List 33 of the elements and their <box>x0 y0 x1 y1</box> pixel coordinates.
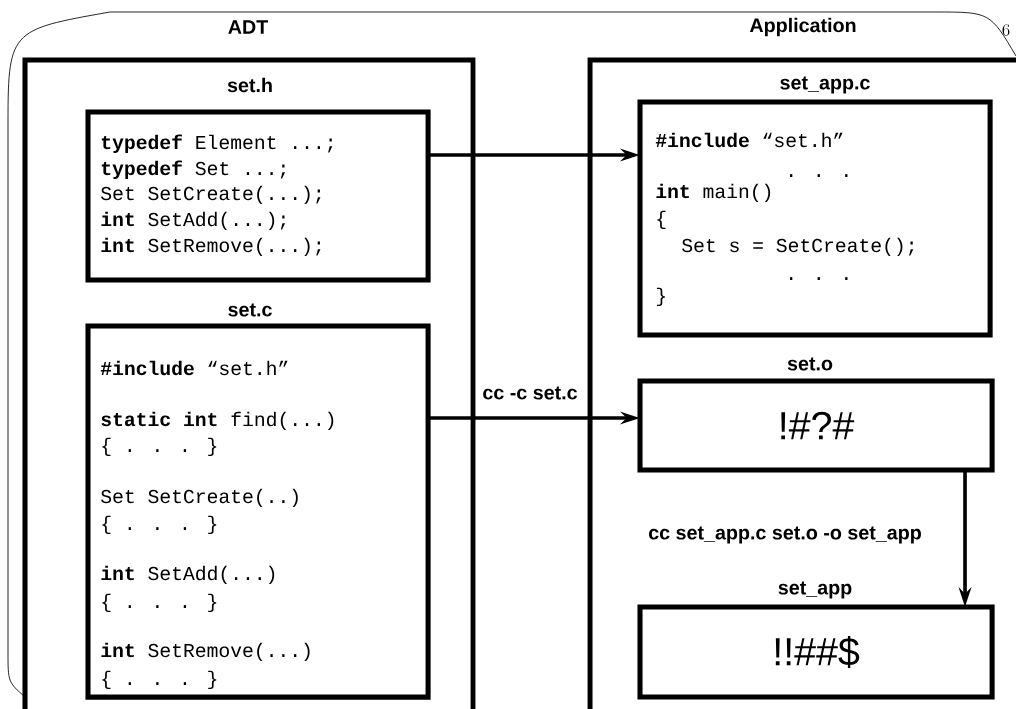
code-line: } <box>656 287 665 307</box>
code-line: { <box>657 210 666 230</box>
code-line: typedef Set ...; <box>101 160 286 180</box>
output-symbols: !!##$ <box>775 636 860 668</box>
code-line: int SetRemove(...) <box>101 642 310 662</box>
command-label: cc set_app.c set.o -o set_app <box>646 525 924 545</box>
output-symbols: !#?# <box>781 411 855 440</box>
file-label: set_app.c <box>780 76 870 94</box>
code-line: { . . . } <box>102 437 217 457</box>
code-line: { . . . } <box>102 670 217 690</box>
code-line: int SetAdd(...) <box>101 565 275 585</box>
command-label: cc -c set.c <box>481 385 579 401</box>
code-line: typedef Element ...; <box>101 134 333 154</box>
code-line: { . . . } <box>102 593 217 613</box>
code-line: int SetRemove(...); <box>101 237 321 257</box>
page-number: 6 <box>1002 24 1010 36</box>
panel-heading: ADT <box>228 20 268 34</box>
panel-heading: Application <box>749 17 856 37</box>
code-line: #include “set.h” <box>655 132 843 148</box>
file-label: set.h <box>227 77 272 93</box>
code-line: . . . <box>790 277 848 280</box>
code-line: static int find(...) <box>101 411 334 431</box>
code-line: #include “set.h” <box>100 360 288 376</box>
code-line: . . . <box>790 174 848 177</box>
code-line: Set SetCreate(..) <box>101 488 298 508</box>
code-line: { . . . } <box>102 515 217 535</box>
file-label: set_app <box>778 581 852 599</box>
file-label: set.c <box>228 303 272 317</box>
code-line: Set s = SetCreate(); <box>682 237 914 257</box>
code-line: int SetAdd(...); <box>101 211 286 231</box>
file-label: set.o <box>787 357 833 371</box>
code-line: int main() <box>656 183 771 203</box>
code-line: Set SetCreate(...); <box>101 185 321 205</box>
